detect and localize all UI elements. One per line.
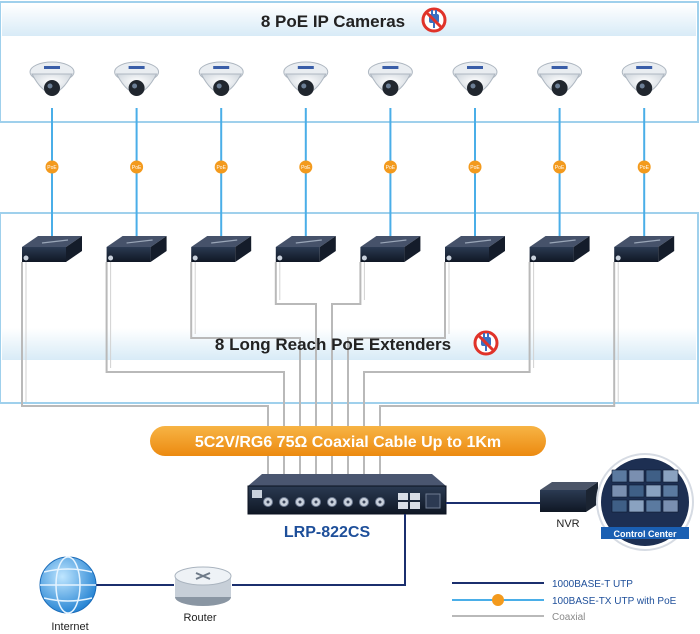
cable-banner (150, 426, 546, 456)
poe-marker-label: PoE (47, 165, 57, 171)
extender-box-icon (106, 236, 167, 262)
coax-cable (331, 262, 362, 492)
no-power-plug-icon (421, 7, 447, 33)
switch-chassis-icon (247, 474, 447, 515)
poe-marker-icon (214, 160, 228, 174)
coax-cable (274, 262, 317, 492)
poe-marker-icon (492, 594, 504, 606)
extender-box-icon (275, 236, 336, 262)
monitor-screen (628, 469, 645, 483)
router-icon (174, 566, 232, 606)
extender-box-icon (614, 236, 675, 262)
no-power-plug-icon (473, 330, 499, 356)
nvr-label: NVR (556, 518, 579, 530)
dome-camera-icon (114, 61, 160, 96)
monitor-screen (662, 484, 679, 498)
control-center-icon (596, 453, 694, 551)
extender-row (22, 236, 675, 262)
cable-banner-text: 5C2V/RG6 75Ω Coaxial Cable Up to 1Km (195, 434, 501, 451)
control-center-label: Control Center (614, 529, 677, 539)
poe-marker-icon (637, 160, 651, 174)
extender-box-icon (529, 236, 590, 262)
camera-row (29, 61, 667, 96)
globe-icon (39, 556, 97, 614)
extenders-title: 8 Long Reach PoE Extenders (215, 335, 451, 354)
monitor-screen (611, 499, 628, 513)
monitor-screen (628, 499, 645, 513)
legend-label-utp: 1000BASE-T UTP (552, 579, 633, 590)
poe-marker-label: PoE (132, 165, 142, 171)
monitor-screen (611, 469, 628, 483)
poe-marker-label: PoE (216, 165, 226, 171)
poe-marker-label: PoE (386, 165, 396, 171)
poe-marker-label: PoE (639, 165, 649, 171)
monitor-screen (645, 484, 662, 498)
dome-camera-icon (198, 61, 244, 96)
switch-model-label: LRP-822CS (284, 524, 371, 541)
monitor-screen (662, 469, 679, 483)
poe-marker-icon (553, 160, 567, 174)
extender-box-icon (360, 236, 421, 262)
poe-marker-icon (45, 160, 59, 174)
dome-camera-icon (29, 61, 75, 96)
router-label: Router (183, 612, 216, 624)
cable-layer: PoE PoE PoE PoE PoE PoE PoE PoE (21, 108, 651, 492)
monitor-screen (611, 484, 628, 498)
extender-box-icon (445, 236, 505, 262)
legend-label-coax: Coaxial (552, 612, 585, 623)
poe-marker-icon (130, 160, 144, 174)
poe-marker-label: PoE (301, 165, 311, 171)
legend-label-poe: 100BASE-TX UTP with PoE (552, 596, 677, 607)
nvr-box-icon (540, 482, 598, 512)
dome-camera-icon (283, 61, 329, 96)
poe-marker-icon (383, 160, 397, 174)
coax-cable (190, 262, 301, 492)
cameras-title-band (2, 4, 696, 36)
poe-marker-icon (468, 160, 482, 174)
dome-camera-icon (621, 61, 667, 96)
poe-marker-icon (299, 160, 313, 174)
cameras-title: 8 PoE IP Cameras (261, 12, 405, 31)
internet-label: Internet (51, 621, 88, 633)
router-uplink (232, 514, 406, 586)
dome-camera-icon (452, 61, 498, 96)
extender-box-icon (191, 236, 252, 262)
dome-camera-icon (537, 61, 583, 96)
legend: 1000BASE-T UTP 100BASE-TX UTP with PoE C… (452, 579, 677, 623)
coax-cable (347, 262, 446, 492)
extender-box-icon (22, 236, 82, 262)
poe-marker-label: PoE (555, 165, 565, 171)
dome-camera-icon (367, 61, 413, 96)
monitor-screen (645, 469, 662, 483)
monitor-screen (645, 499, 662, 513)
poe-marker-label: PoE (470, 165, 480, 171)
monitor-screen (628, 484, 645, 498)
monitor-screen (662, 499, 679, 513)
